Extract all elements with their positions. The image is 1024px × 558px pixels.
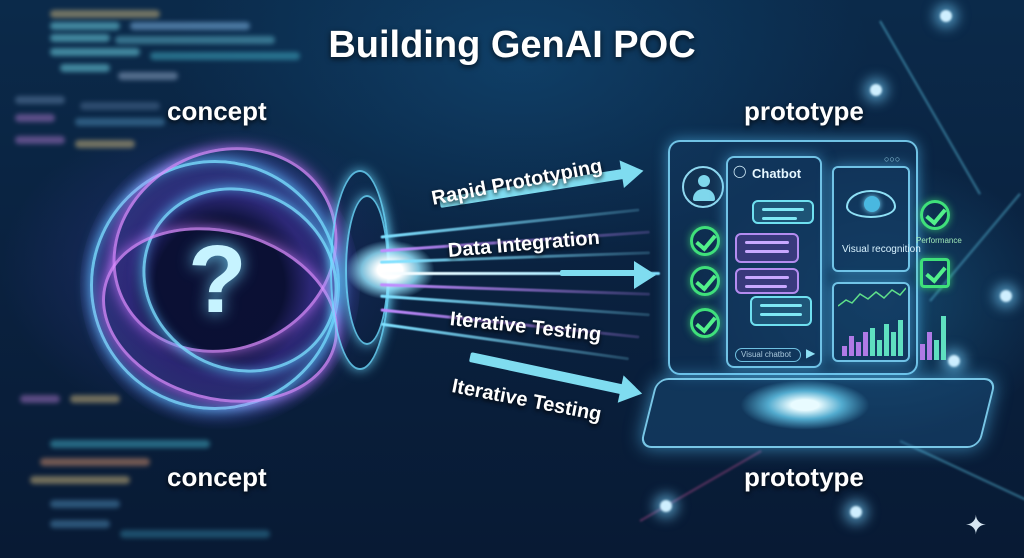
hologram-glow bbox=[740, 380, 870, 430]
check-icon bbox=[920, 258, 950, 288]
page-title: Building GenAI POC bbox=[328, 24, 696, 66]
chat-input[interactable]: Visual chatbot bbox=[735, 348, 801, 362]
performance-label: Performance bbox=[916, 236, 962, 245]
check-icon bbox=[690, 266, 720, 296]
check-icon bbox=[920, 200, 950, 230]
bar-chart-icon bbox=[842, 318, 904, 356]
visual-recognition-label: Visual recognition bbox=[842, 244, 921, 255]
chat-message bbox=[752, 200, 814, 224]
chat-bubble-icon: ◯ bbox=[733, 164, 747, 178]
concept-label-top: concept bbox=[167, 96, 267, 126]
chat-message bbox=[750, 296, 812, 326]
check-icon bbox=[690, 308, 720, 338]
send-icon[interactable]: ▶ bbox=[806, 346, 816, 360]
chat-message bbox=[735, 268, 799, 294]
window-dots-icon: ○○○ bbox=[884, 154, 901, 164]
arrow-icon bbox=[560, 261, 656, 289]
check-icon bbox=[690, 226, 720, 256]
line-chart-icon bbox=[838, 287, 906, 307]
sparkle-icon: ✦ bbox=[965, 510, 987, 540]
prototype-label-top: prototype bbox=[744, 96, 864, 126]
flow-step-label: Iterative Testing bbox=[448, 308, 603, 346]
visual-recognition-panel bbox=[832, 166, 910, 272]
concept-label-bottom: concept bbox=[167, 462, 267, 492]
chat-message bbox=[735, 233, 799, 263]
prototype-label-bottom: prototype bbox=[744, 462, 864, 492]
bar-chart-icon bbox=[920, 300, 950, 360]
user-avatar-icon bbox=[682, 166, 724, 208]
eye-icon bbox=[846, 190, 896, 218]
chatbot-title: Chatbot bbox=[752, 166, 802, 181]
question-mark-icon: ? bbox=[188, 226, 247, 333]
